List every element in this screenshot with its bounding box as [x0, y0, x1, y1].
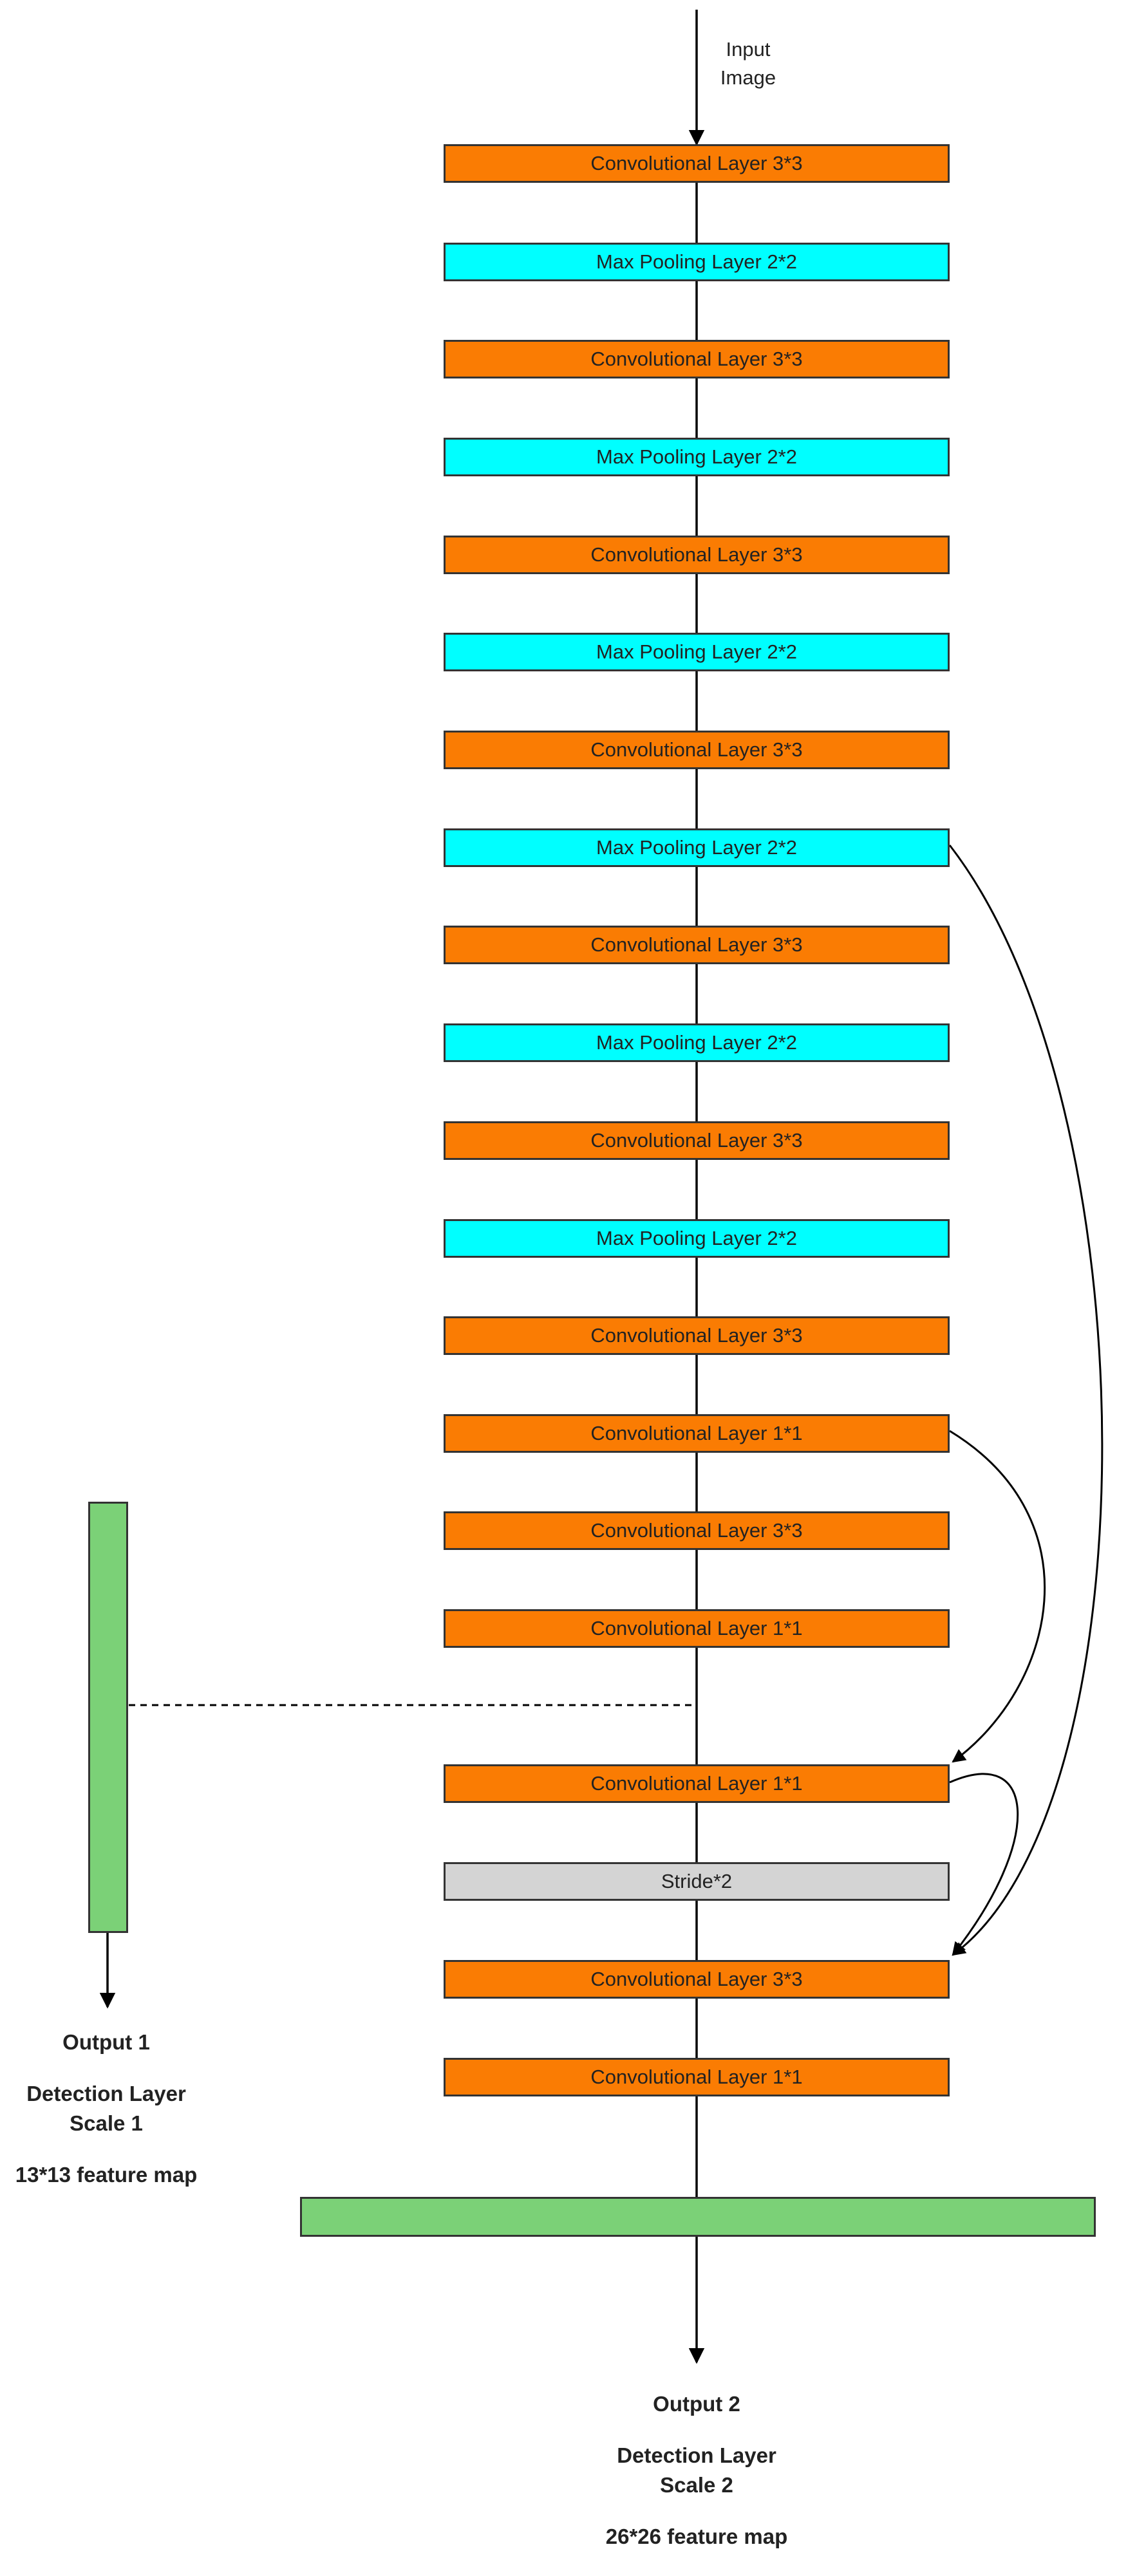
layer-18-stride: Stride*2 — [444, 1862, 950, 1901]
detection-layer-scale2-bar — [300, 2197, 1096, 2237]
upsample-connection — [949, 1773, 1019, 1956]
skip-connection-long — [948, 845, 1104, 1956]
layer-1-conv: Convolutional Layer 3*3 — [444, 144, 950, 183]
layer-13-conv: Convolutional Layer 3*3 — [444, 1316, 950, 1355]
layer-8-pool: Max Pooling Layer 2*2 — [444, 828, 950, 867]
layer-16-conv: Convolutional Layer 1*1 — [444, 1609, 950, 1648]
input-label-line2: Image — [720, 66, 776, 89]
output2-title: Output 2 — [653, 2392, 740, 2416]
layer-15-conv: Convolutional Layer 3*3 — [444, 1511, 950, 1550]
output2-detection-line1: Detection Layer — [617, 2443, 776, 2467]
input-label: Input Image — [709, 35, 787, 92]
layer-14-conv: Convolutional Layer 1*1 — [444, 1414, 950, 1453]
layer-4-pool: Max Pooling Layer 2*2 — [444, 438, 950, 476]
input-label-line1: Input — [726, 38, 771, 61]
output1-feature-map: 13*13 feature map — [15, 2163, 198, 2187]
output1-block: Output 1 Detection Layer Scale 1 13*13 f… — [0, 2028, 212, 2190]
output1-title: Output 1 — [62, 2030, 150, 2054]
layer-19-conv: Convolutional Layer 3*3 — [444, 1960, 950, 1999]
layer-2-pool: Max Pooling Layer 2*2 — [444, 243, 950, 281]
output1-detection-line2: Scale 1 — [70, 2111, 143, 2135]
layer-10-pool: Max Pooling Layer 2*2 — [444, 1023, 950, 1062]
detection-layer-scale1-bar — [88, 1502, 128, 1933]
layer-20-conv: Convolutional Layer 1*1 — [444, 2058, 950, 2096]
layer-9-conv: Convolutional Layer 3*3 — [444, 926, 950, 964]
layer-6-pool: Max Pooling Layer 2*2 — [444, 633, 950, 671]
skip-connection-short — [949, 1430, 1046, 1763]
output2-feature-map: 26*26 feature map — [605, 2525, 788, 2548]
output2-block: Output 2 Detection Layer Scale 2 26*26 f… — [579, 2389, 814, 2552]
layer-17-conv: Convolutional Layer 1*1 — [444, 1764, 950, 1803]
layer-12-pool: Max Pooling Layer 2*2 — [444, 1219, 950, 1258]
output2-detection-line2: Scale 2 — [660, 2473, 733, 2497]
layer-11-conv: Convolutional Layer 3*3 — [444, 1121, 950, 1160]
layer-3-conv: Convolutional Layer 3*3 — [444, 340, 950, 378]
output1-detection-line1: Detection Layer — [26, 2082, 186, 2105]
layer-7-conv: Convolutional Layer 3*3 — [444, 731, 950, 769]
layer-5-conv: Convolutional Layer 3*3 — [444, 536, 950, 574]
